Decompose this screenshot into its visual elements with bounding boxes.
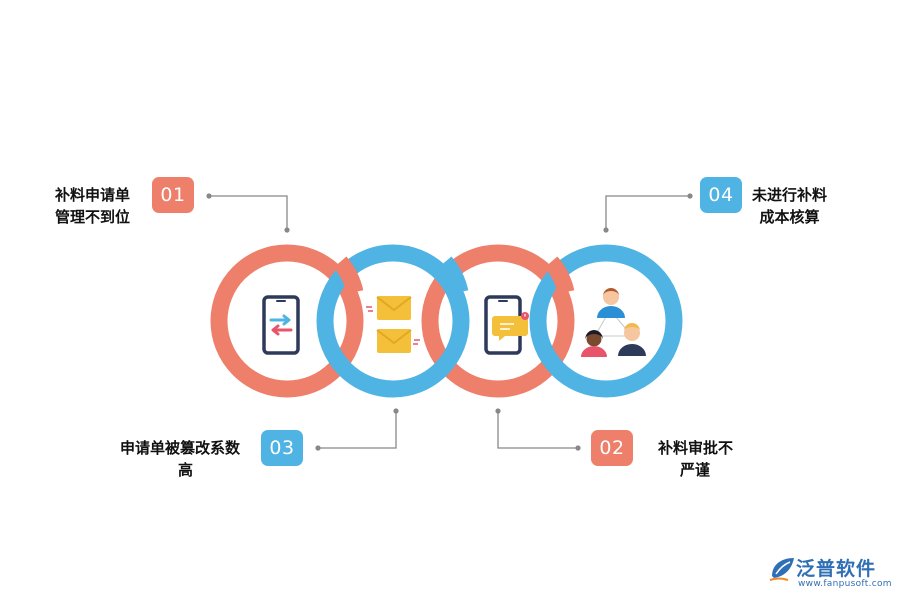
people-icon [581,288,646,357]
connector-01 [209,195,288,230]
connector-04 [605,195,690,230]
step-04-label: 未进行补料 成本核算 [752,184,827,228]
step-01-label: 补料申请单 管理不到位 [55,184,130,228]
phone-message-icon [484,295,529,355]
step-03-line-2: 高 [178,461,194,479]
ring-1 [210,244,364,398]
step-04-line-1: 未进行补料 [752,186,828,204]
envelope-icon [366,296,420,353]
step-03-line-1: 申请单被篡改系数 [120,439,241,457]
brand-url: www.fanpusoft.com [798,579,892,589]
ring-4 [529,244,683,398]
step-04-badge: 04 [700,177,742,213]
step-02-label: 补料审批不 严谨 [658,437,733,481]
ring-2 [316,244,470,398]
step-01-badge: 01 [152,177,194,213]
step-04-line-2: 成本核算 [759,208,820,226]
step-01-line-2: 管理不到位 [55,208,131,226]
brand-name: 泛普软件 [796,558,877,580]
brand-logo: 泛普软件 www.fanpusoft.com [768,554,893,594]
step-03-label: 申请单被篡改系数 高 [120,437,240,481]
brand-leaf-icon [769,558,794,581]
step-02-line-2: 严谨 [680,461,711,479]
ring-3 [421,244,575,398]
phone-transfer-icon [262,295,300,355]
step-02-badge: 02 [591,430,633,466]
connector-02 [497,411,578,449]
step-02-line-1: 补料审批不 [658,439,734,457]
step-03-badge: 03 [261,430,303,466]
step-01-line-1: 补料申请单 [55,186,131,204]
connector-03 [318,411,397,449]
